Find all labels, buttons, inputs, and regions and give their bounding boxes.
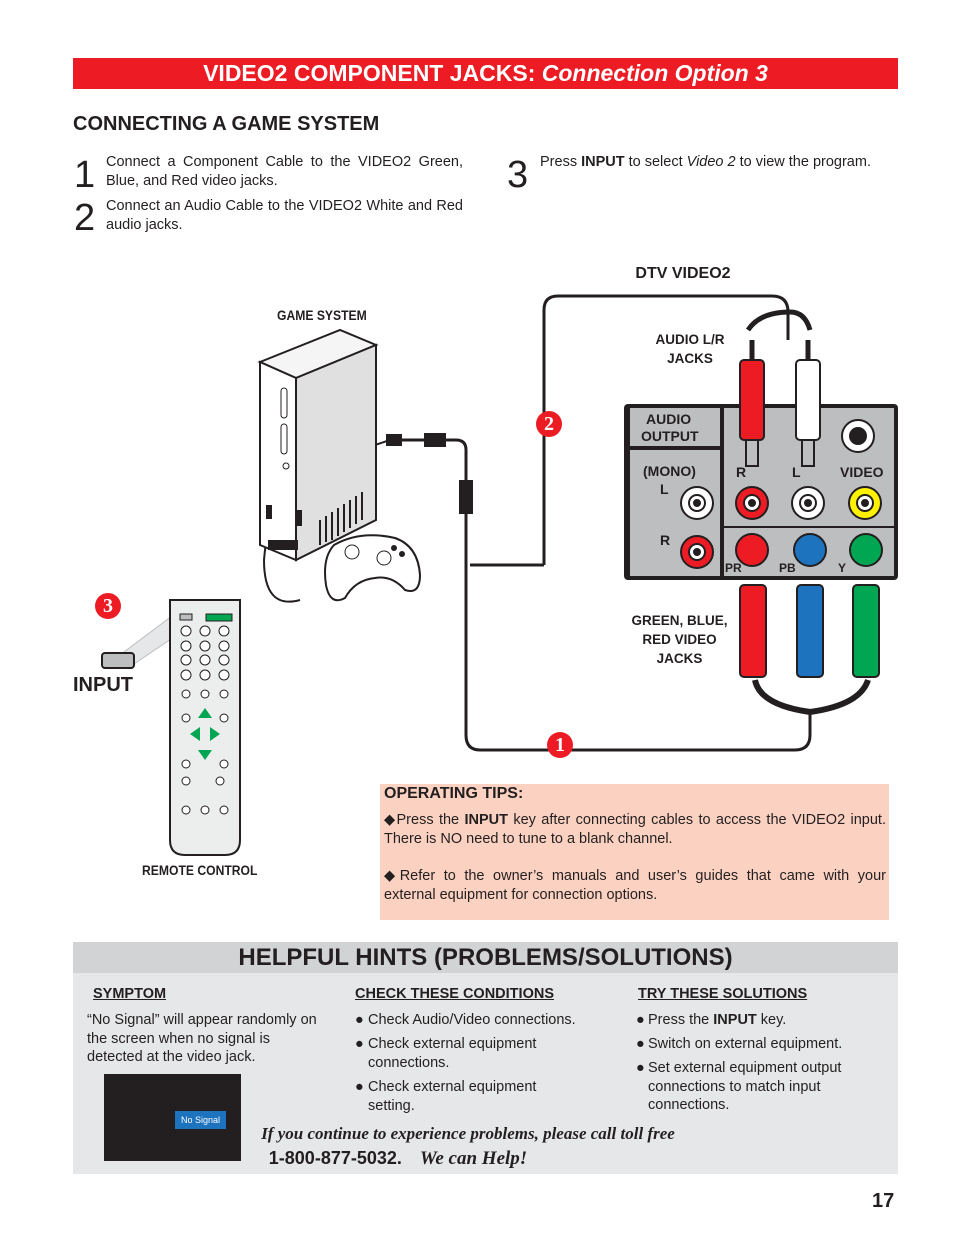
conditions-head: CHECK THESE CONDITIONS xyxy=(355,986,554,1002)
panel-y: Y xyxy=(838,561,846,575)
hints-title: HELPFUL HINTS (PROBLEMS/SOLUTIONS) xyxy=(73,942,898,973)
video-plugs xyxy=(739,584,880,678)
we-can-help: We can Help! xyxy=(419,1148,528,1169)
remote-control-drawing xyxy=(101,599,241,856)
symptom-head: SYMPTOM xyxy=(93,986,167,1002)
component-cable xyxy=(464,508,812,752)
step-3-text: Press INPUT to select Video 2 to view th… xyxy=(540,154,871,170)
solution-item: ●Switch on external equipment. xyxy=(636,1036,843,1052)
condition-item: ●Check external equipment connections. xyxy=(355,1036,537,1071)
diamond-icon: ◆ xyxy=(384,812,397,828)
panel-pb: PB xyxy=(779,561,796,575)
panel-r2: R xyxy=(736,464,746,480)
symptom-text: “No Signal” will appear randomly on the … xyxy=(87,1012,317,1065)
help-phone-line: 1-800-877-5032. We can Help! xyxy=(73,1148,723,1170)
marker-2: 2 xyxy=(536,411,562,437)
marker-3: 3 xyxy=(95,593,121,619)
tip-1: ◆Press the INPUT key after connecting ca… xyxy=(384,812,886,847)
game-console xyxy=(257,328,379,562)
page-banner: VIDEO2 COMPONENT JACKS: Connection Optio… xyxy=(73,58,898,89)
help-line: If you continue to experience problems, … xyxy=(261,1124,675,1143)
condition-item: ●Check external equipment setting. xyxy=(355,1079,537,1114)
phone-number: 1-800-877-5032. xyxy=(268,1148,402,1168)
panel-left: L xyxy=(660,481,669,497)
no-signal-screen: No Signal xyxy=(104,1074,241,1161)
marker-1: 1 xyxy=(547,732,573,758)
panel-l2: L xyxy=(792,464,801,480)
remote-control-label: REMOTE CONTROL xyxy=(142,863,258,878)
solution-item: ●Set external equipment output connectio… xyxy=(636,1060,842,1113)
panel-audio-output-1: AUDIO xyxy=(646,411,691,427)
panel-right: R xyxy=(660,532,670,548)
section-title: CONNECTING A GAME SYSTEM xyxy=(73,113,380,135)
dtv-video2-label: DTV VIDEO2 xyxy=(635,265,731,282)
audio-plugs xyxy=(739,340,821,467)
game-controller xyxy=(324,534,422,602)
banner-title: VIDEO2 COMPONENT JACKS: xyxy=(203,60,536,86)
connection-diagram: AUDIO OUTPUT (MONO) L R R L VIDEO PR PB … xyxy=(101,294,898,856)
audio-cable xyxy=(542,294,790,565)
input-label: INPUT xyxy=(73,674,133,696)
diamond-icon: ◆ xyxy=(384,868,400,884)
game-system-label: GAME SYSTEM xyxy=(277,308,367,323)
panel-audio-output-2: OUTPUT xyxy=(641,428,699,444)
step-1-number: 1 xyxy=(74,154,96,196)
condition-item: ●Check Audio/Video connections. xyxy=(355,1012,576,1028)
panel-mono: (MONO) xyxy=(643,463,696,479)
input-key-enlarged xyxy=(101,652,135,669)
panel-pr: PR xyxy=(725,561,742,575)
solution-item: ●Press the INPUT key. xyxy=(636,1012,787,1028)
operating-tips-box xyxy=(380,784,889,920)
tip-2: ◆Refer to the owner’s manuals and user’s… xyxy=(384,868,886,903)
page-number: 17 xyxy=(872,1190,895,1212)
step-2-number: 2 xyxy=(74,197,96,239)
banner-subtitle: Connection Option 3 xyxy=(541,60,768,86)
step-1-text: Connect a Component Cable to the VIDEO2 … xyxy=(106,154,463,189)
audio-cable-split xyxy=(745,309,813,332)
operating-tips-title: OPERATING TIPS: xyxy=(384,785,524,802)
step-2-text: Connect an Audio Cable to the VIDEO2 Whi… xyxy=(106,198,463,233)
no-signal-badge: No Signal xyxy=(175,1111,226,1129)
solutions-head: TRY THESE SOLUTIONS xyxy=(638,986,808,1002)
step-3-number: 3 xyxy=(507,154,529,196)
panel-video: VIDEO xyxy=(840,464,884,480)
